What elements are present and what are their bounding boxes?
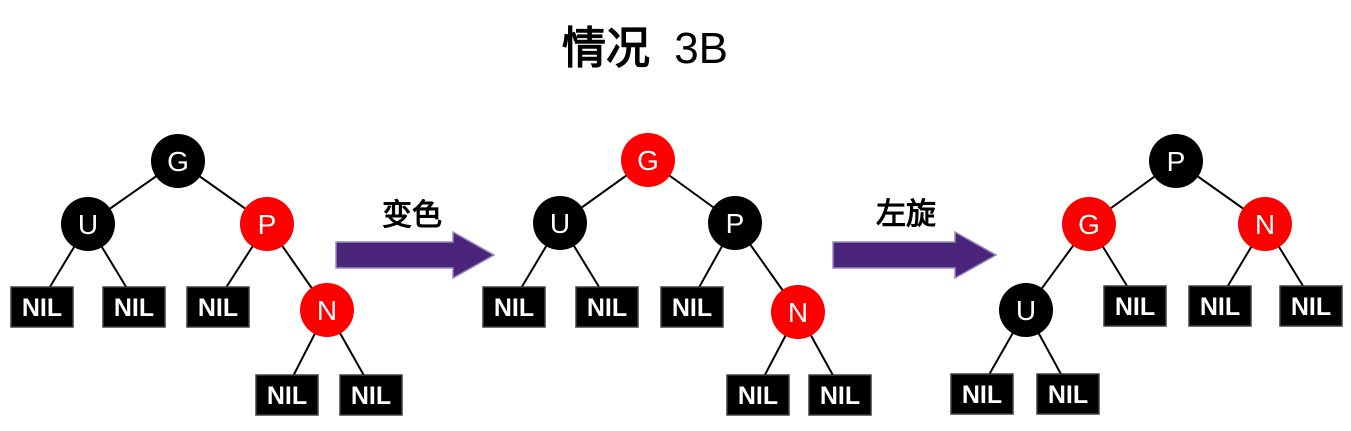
nil-box: [1103, 285, 1167, 327]
node-label-G: G: [1078, 209, 1100, 240]
node-label-N: N: [788, 297, 808, 328]
node-label-N: N: [317, 295, 337, 326]
right-block-arrow-icon: [336, 232, 494, 278]
nil-leaf: NIL: [1103, 285, 1167, 327]
nil-label: NIL: [820, 382, 860, 410]
nil-leaf: NIL: [10, 286, 74, 328]
node-circle-G: [151, 134, 205, 188]
nil-leaf: NIL: [726, 374, 790, 416]
node-N: N: [1238, 197, 1292, 251]
node-circle-P: [1149, 134, 1203, 188]
node-circle-N: [300, 283, 354, 337]
nil-label: NIL: [1048, 381, 1088, 409]
node-label-N: N: [1255, 209, 1275, 240]
left-rotate-step: 左旋: [832, 198, 998, 280]
nil-label: NIL: [1115, 293, 1155, 321]
nil-label: NIL: [267, 382, 307, 410]
nil-label: NIL: [672, 294, 712, 322]
node-P: P: [1149, 134, 1203, 188]
node-label-G: G: [167, 146, 189, 177]
nil-box: [1188, 285, 1252, 327]
right-block-arrow-outline: [832, 230, 998, 280]
nil-leaf: NIL: [1188, 285, 1252, 327]
nil-label: NIL: [587, 294, 627, 322]
recolor-step: 变色: [335, 198, 496, 280]
nil-leaf: NIL: [575, 286, 639, 328]
tree-recolored-edges: [513, 159, 841, 389]
nil-label: NIL: [1200, 293, 1240, 321]
node-label-U: U: [1016, 295, 1036, 326]
nil-box: [255, 374, 319, 416]
right-block-arrow-outline: [335, 230, 496, 280]
nil-leaf: NIL: [950, 373, 1014, 415]
node-circle-P: [240, 197, 294, 251]
node-G: G: [151, 134, 205, 188]
tree-rotated-edges: [981, 160, 1312, 388]
node-circle-U: [999, 283, 1053, 337]
tree-recolored: G U P N NIL NIL NIL NIL: [482, 133, 872, 416]
node-circle-N: [1238, 197, 1292, 251]
nil-label: NIL: [22, 294, 62, 322]
nil-box: [950, 373, 1014, 415]
node-U: U: [999, 283, 1053, 337]
node-G: G: [1062, 197, 1116, 251]
node-N: N: [771, 285, 825, 339]
nil-label: NIL: [738, 382, 778, 410]
node-label-P: P: [726, 208, 745, 239]
node-U: U: [533, 196, 587, 250]
nil-box: [339, 374, 403, 416]
node-U: U: [61, 197, 115, 251]
tree-rotated: P G N U NIL NIL NIL NIL: [950, 134, 1343, 415]
node-P: P: [708, 196, 762, 250]
tree-initial: G U P N NIL NIL NIL NIL: [10, 134, 403, 416]
node-circle-N: [771, 285, 825, 339]
left-rotate-arrow-label: 左旋: [876, 198, 936, 231]
nil-label: NIL: [351, 382, 391, 410]
nil-leaf: NIL: [255, 374, 319, 416]
nil-box: [1279, 285, 1343, 327]
nil-box: [1036, 373, 1100, 415]
nil-leaf: NIL: [660, 286, 724, 328]
node-circle-P: [708, 196, 762, 250]
node-label-U: U: [78, 209, 98, 240]
nil-box: [575, 286, 639, 328]
nil-box: [726, 374, 790, 416]
node-label-P: P: [258, 209, 277, 240]
node-circle-G: [621, 133, 675, 187]
node-label-P: P: [1167, 146, 1186, 177]
nil-leaf: NIL: [186, 286, 250, 328]
nil-leaf: NIL: [808, 374, 872, 416]
nil-label: NIL: [114, 294, 154, 322]
node-circle-U: [533, 196, 587, 250]
page-title-suffix: 3B: [674, 24, 728, 73]
nil-box: [186, 286, 250, 328]
nil-leaf: NIL: [1036, 373, 1100, 415]
nil-label: NIL: [962, 381, 1002, 409]
page-title-cn: 情况: [562, 24, 650, 73]
node-label-G: G: [637, 145, 659, 176]
node-N: N: [300, 283, 354, 337]
node-P: P: [240, 197, 294, 251]
tree-initial-edges: [41, 160, 372, 389]
nil-box: [10, 286, 74, 328]
nil-box: [102, 286, 166, 328]
node-G: G: [621, 133, 675, 187]
nil-label: NIL: [494, 294, 534, 322]
nil-label: NIL: [198, 294, 238, 322]
nil-leaf: NIL: [339, 374, 403, 416]
node-circle-U: [61, 197, 115, 251]
nil-box: [808, 374, 872, 416]
nil-box: [660, 286, 724, 328]
nil-box: [482, 286, 546, 328]
nil-label: NIL: [1291, 293, 1331, 321]
nil-leaf: NIL: [1279, 285, 1343, 327]
nil-leaf: NIL: [102, 286, 166, 328]
node-circle-G: [1062, 197, 1116, 251]
node-label-U: U: [550, 208, 570, 239]
page-title: 情况 3B: [562, 24, 728, 73]
right-block-arrow-icon: [833, 232, 996, 278]
recolor-arrow-label: 变色: [382, 198, 442, 232]
nil-leaf: NIL: [482, 286, 546, 328]
